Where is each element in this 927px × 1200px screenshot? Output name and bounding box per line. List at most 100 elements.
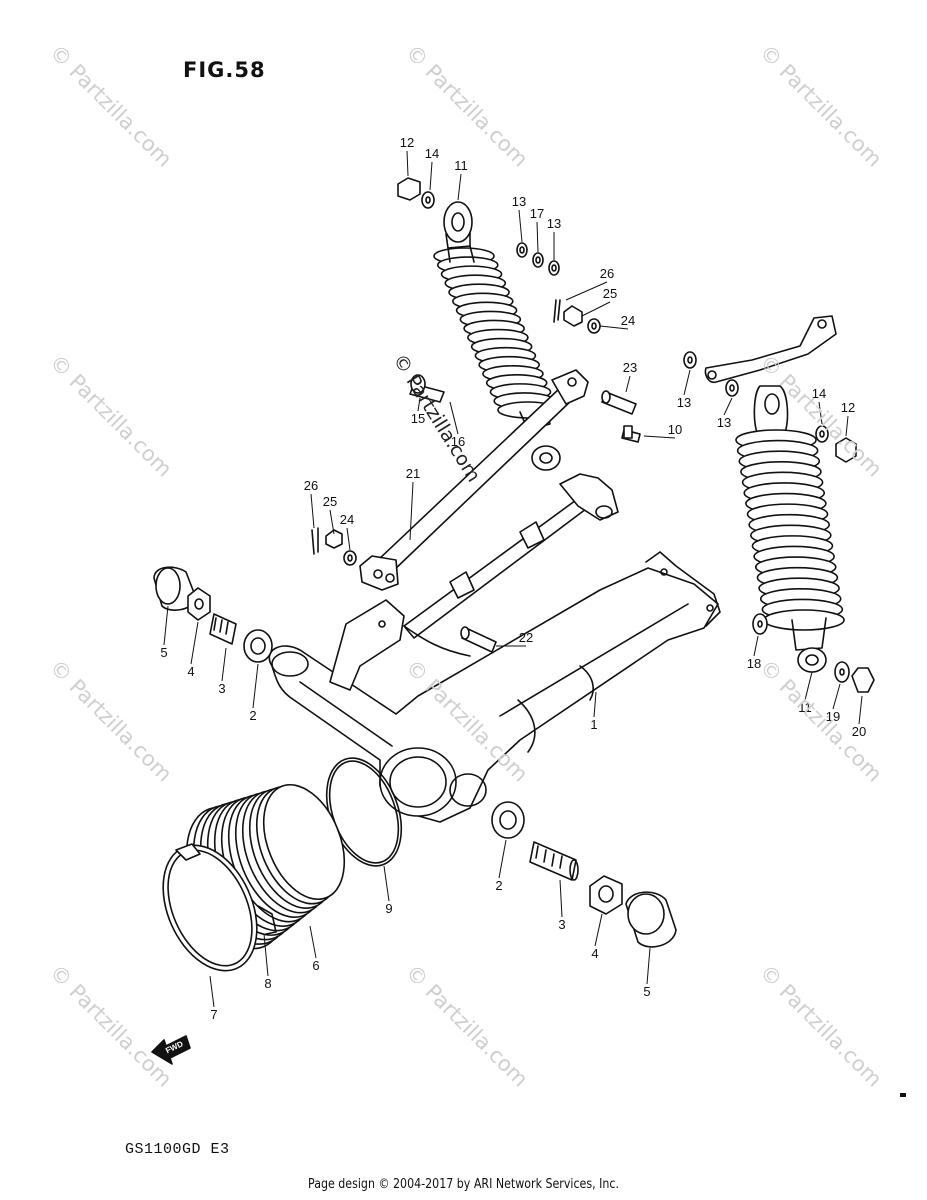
callout-16: 16 <box>451 434 465 449</box>
nut-25-upper <box>563 305 583 327</box>
washer-19 <box>834 661 850 683</box>
callout-23: 23 <box>623 360 637 375</box>
bearing-2-left <box>243 629 273 663</box>
cotter-pin-26-lower <box>311 527 319 555</box>
bearing-2-right <box>491 801 525 839</box>
leader-line <box>329 509 335 535</box>
shock-absorber-left <box>433 201 561 471</box>
fwd-arrow-icon <box>151 1035 191 1065</box>
callout-21: 21 <box>406 466 420 481</box>
swing-arm <box>268 551 721 823</box>
nut-12-right <box>835 437 857 463</box>
callout-12: 12 <box>400 135 414 150</box>
leader-line <box>346 527 351 551</box>
washer-13-c <box>683 351 697 369</box>
callout-19: 19 <box>826 709 840 724</box>
leader-line <box>498 839 507 879</box>
shock-absorber-right <box>735 385 845 673</box>
washer-18 <box>752 613 768 635</box>
callout-7: 7 <box>210 1007 217 1022</box>
callout-13: 13 <box>717 415 731 430</box>
washer-13-a <box>516 242 528 258</box>
leader-line <box>163 605 169 646</box>
leader-line <box>723 397 733 416</box>
callout-13: 13 <box>547 216 561 231</box>
nut-25-lower <box>325 529 343 549</box>
leader-line <box>406 150 409 177</box>
spindle-3-right <box>529 841 579 881</box>
callout-3: 3 <box>218 681 225 696</box>
callout-3: 3 <box>558 917 565 932</box>
callout-11: 11 <box>454 158 468 173</box>
leader-line <box>457 173 462 201</box>
callout-24: 24 <box>621 313 635 328</box>
cap-5-left <box>153 566 197 611</box>
leader-line <box>646 947 651 985</box>
callout-25: 25 <box>323 494 337 509</box>
washer-24-upper <box>587 318 601 334</box>
washer-13-b <box>548 260 560 276</box>
leader-line <box>190 621 199 665</box>
leader-line <box>449 401 459 435</box>
bolt-22 <box>460 626 497 653</box>
callout-4: 4 <box>591 946 598 961</box>
callout-14: 14 <box>425 146 439 161</box>
callout-18: 18 <box>747 656 761 671</box>
leader-line <box>858 695 863 725</box>
cap-5-right <box>625 891 677 948</box>
leader-line <box>599 325 629 330</box>
cap-nut-20 <box>851 667 875 693</box>
callout-22: 22 <box>519 630 533 645</box>
nut-4-right <box>589 875 623 915</box>
leader-line <box>683 369 691 396</box>
callout-24: 24 <box>340 512 354 527</box>
model-code: GS1100GD E3 <box>125 1141 230 1158</box>
leader-line <box>845 415 849 437</box>
leader-line <box>221 647 227 682</box>
leader-line <box>383 865 390 902</box>
band-7 <box>162 843 258 972</box>
bolt-15 <box>409 374 445 403</box>
leader-line <box>581 301 611 317</box>
spindle-3-left <box>209 613 237 645</box>
leader-line <box>565 281 608 301</box>
washer-24-lower <box>343 550 357 566</box>
nut-12-left <box>397 177 421 201</box>
leader-line <box>753 635 759 657</box>
callout-20: 20 <box>852 724 866 739</box>
figure-title: FIG.58 <box>183 58 266 82</box>
cotter-pin-26-upper <box>553 299 561 323</box>
torque-rod <box>359 369 589 591</box>
leader-line <box>518 209 523 243</box>
callout-14: 14 <box>812 386 826 401</box>
washer-17 <box>532 252 544 268</box>
washer-13-d <box>725 379 739 397</box>
callout-25: 25 <box>603 286 617 301</box>
leader-line <box>625 375 631 393</box>
leader-line <box>310 493 315 529</box>
callout-8: 8 <box>264 976 271 991</box>
callout-5: 5 <box>160 645 167 660</box>
leader-line <box>409 481 414 541</box>
leader-line <box>559 879 563 918</box>
callout-4: 4 <box>187 664 194 679</box>
page-footer: Page design © 2004-2017 by ARI Network S… <box>308 1177 619 1192</box>
leader-line <box>536 221 539 253</box>
leader-line <box>832 683 841 710</box>
callout-2: 2 <box>495 878 502 893</box>
dot-marker <box>900 1093 906 1097</box>
callout-10: 10 <box>668 422 682 437</box>
leader-line <box>594 913 603 947</box>
callout-26: 26 <box>304 478 318 493</box>
callout-9: 9 <box>385 901 392 916</box>
callout-12: 12 <box>841 400 855 415</box>
washer-14-right <box>815 425 829 443</box>
leader-line <box>818 401 823 425</box>
callout-2: 2 <box>249 708 256 723</box>
callout-5: 5 <box>643 984 650 999</box>
nut-4-left <box>187 587 211 621</box>
callout-17: 17 <box>530 206 544 221</box>
shock-bracket <box>704 315 837 384</box>
brake-torque-arm <box>403 473 619 639</box>
callout-13: 13 <box>512 194 526 209</box>
